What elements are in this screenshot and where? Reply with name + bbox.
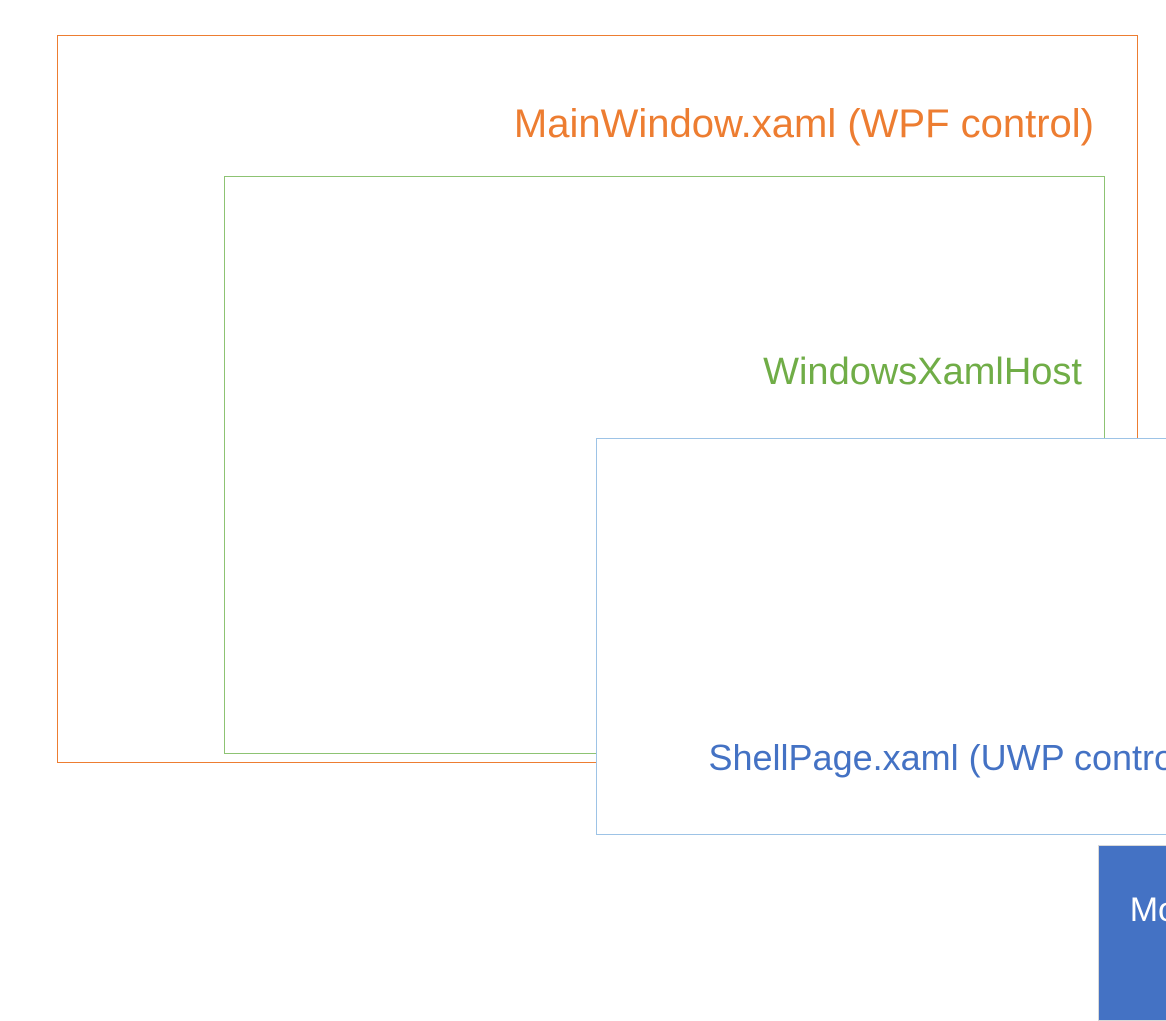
layer-box-main-window: MainWindow.xaml (WPF control) WindowsXam… [57,35,1166,1021]
layer-label-main-window: MainWindow.xaml (WPF control) [513,102,1094,146]
module-block-1: Module 1 [1098,845,1166,1021]
layer-box-shell-page: ShellPage.xaml (UWP control) Module 1 Mo… [596,438,1166,1021]
diagram-canvas: MainWindow.xaml (WPF control) WindowsXam… [57,35,1166,1021]
module-1-name: Module [1129,891,1166,930]
layer-label-windows-xaml-host: WindowsXamlHost [763,351,1082,393]
layer-box-windows-xaml-host: WindowsXamlHost ShellPage.xaml (UWP cont… [224,176,1166,1021]
layer-label-shell-page: ShellPage.xaml (UWP control) [708,737,1166,778]
